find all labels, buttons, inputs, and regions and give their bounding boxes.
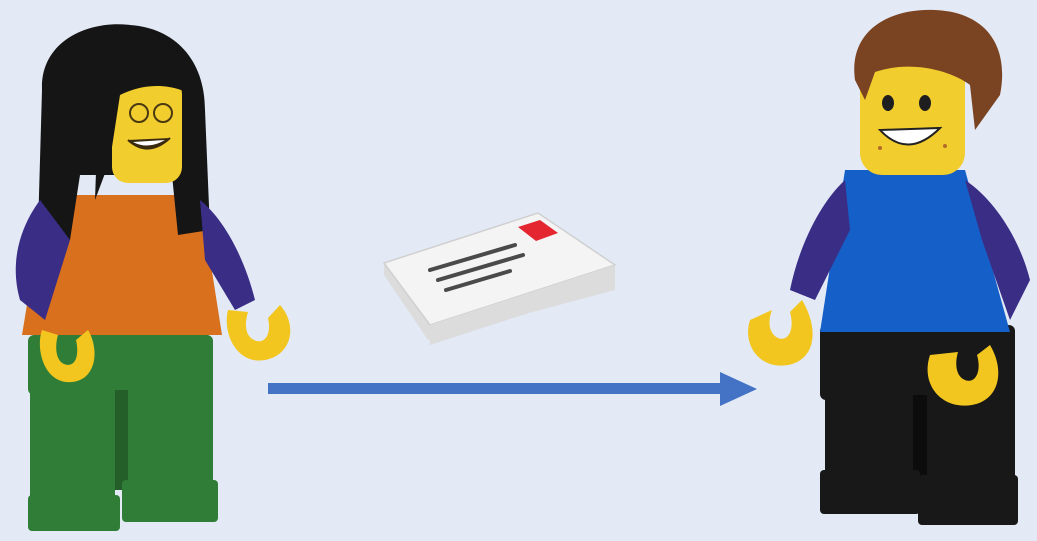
- transfer-arrow: [255, 355, 775, 425]
- right-arrow-icon: [255, 355, 775, 425]
- envelope-tile: [370, 175, 640, 365]
- sender-minifigure: [0, 0, 320, 541]
- receiver-minifigure: [720, 0, 1037, 541]
- envelope-tile-icon: [370, 175, 640, 365]
- sender-minifigure-icon: [0, 0, 320, 541]
- receiver-minifigure-icon: [720, 0, 1037, 541]
